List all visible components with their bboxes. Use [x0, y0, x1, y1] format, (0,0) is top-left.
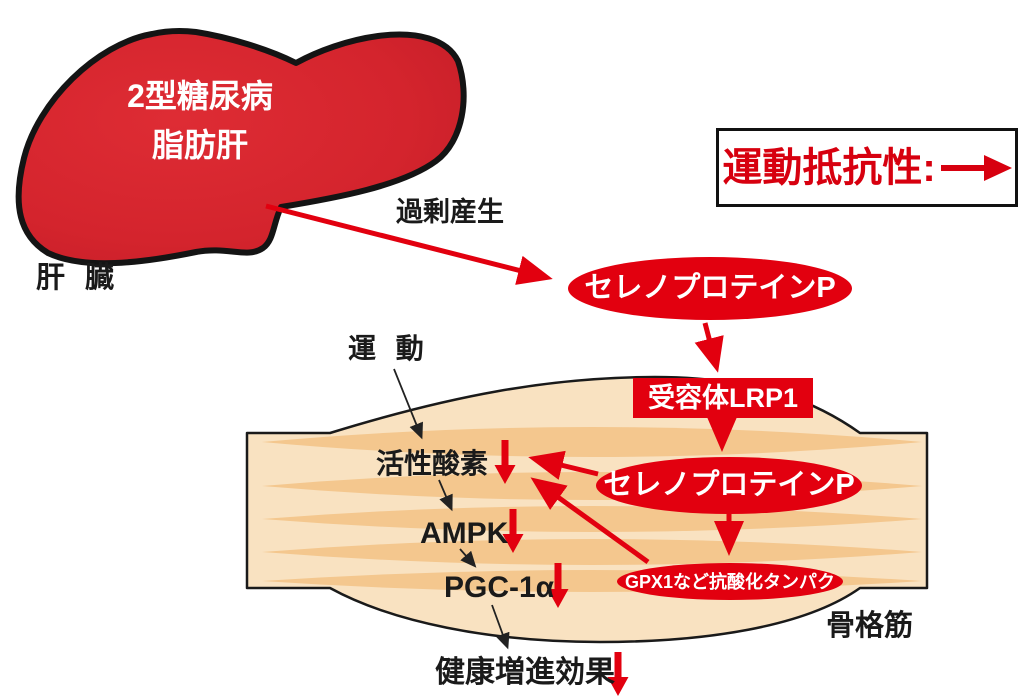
liver-organ-label: 肝 臓	[36, 262, 121, 294]
ampk-decrease-arrow-icon	[502, 509, 524, 553]
selenoprotein-muscle-label: セレノプロテインP	[603, 469, 855, 501]
receptor-lrp1-label: 受容体LRP1	[647, 382, 799, 413]
selenoprotein-to-ros-arrow	[528, 450, 599, 480]
selenoprotein-to-receptor-arrow	[694, 322, 724, 373]
outcome-decrease-arrow-icon	[607, 652, 629, 696]
pgc1a-label: PGC-1α	[444, 571, 555, 604]
muscle-fiber-stripe	[262, 427, 922, 457]
antioxidant-ellipse: GPX1など抗酸化タンパク	[617, 563, 843, 600]
exercise-label: 運 動	[348, 333, 430, 364]
selenoprotein-muscle-ellipse: セレノプロテインP	[596, 457, 862, 514]
liver-shape	[15, 27, 467, 267]
ros-decrease-arrow-icon	[494, 440, 516, 484]
selenoprotein-blood-label: セレノプロテインP	[584, 272, 836, 304]
exercise-resistance-box: 運動抵抗性:	[716, 128, 1018, 207]
receptor-lrp1-box: 受容体LRP1	[633, 378, 813, 418]
liver-disease-line2: 脂肪肝	[151, 127, 248, 163]
right-arrow-icon	[940, 154, 1012, 181]
outcome-label: 健康増進効果	[435, 656, 615, 689]
ampk-to-pgc1a-arrow	[459, 548, 477, 568]
exercise-resistance-label: 運動抵抗性:	[722, 145, 936, 190]
liver-disease-line1: 2型糖尿病	[127, 78, 273, 114]
pgc1a-to-outcome-arrow	[491, 604, 510, 650]
ampk-label: AMPK	[420, 517, 509, 550]
selenoprotein-blood-ellipse: セレノプロテインP	[568, 257, 852, 320]
overproduction-arrow	[265, 203, 553, 285]
pgc1a-decrease-arrow-icon	[547, 563, 569, 608]
exercise-to-ros-arrow	[393, 368, 423, 440]
antioxidant-to-ros-arrow	[530, 477, 650, 565]
ros-label: 活性酸素	[376, 448, 489, 479]
antioxidant-label: GPX1など抗酸化タンパク	[624, 571, 836, 592]
ros-to-ampk-arrow	[438, 479, 453, 512]
muscle-fiber-stripe	[262, 539, 922, 565]
muscle-organ-label: 骨格筋	[826, 610, 914, 642]
overproduction-label: 過剰産生	[396, 197, 504, 227]
